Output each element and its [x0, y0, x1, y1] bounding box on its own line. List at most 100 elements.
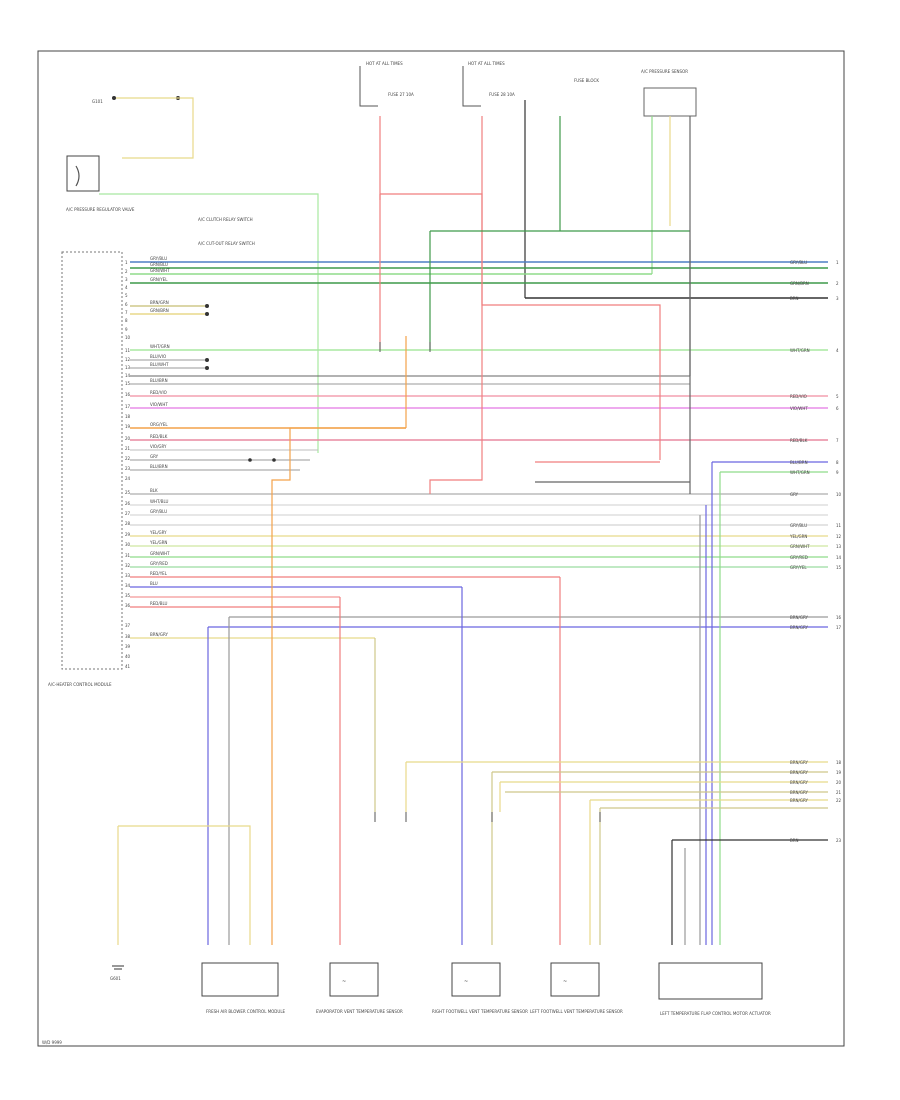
pin-label: 7	[125, 310, 128, 315]
pin-label: 11	[125, 348, 131, 353]
svg-text:~: ~	[342, 979, 346, 985]
pin-label: 25	[125, 490, 131, 495]
pin-label: 40	[125, 654, 131, 659]
wire-code: BRN/GRN	[150, 300, 169, 305]
right-code: BRN/GRY	[790, 615, 808, 620]
right-pin: 1	[836, 260, 839, 265]
wire-code: GRY	[150, 454, 159, 459]
right-pin: 5	[836, 394, 839, 399]
pin-label: 34	[125, 583, 131, 588]
ground-top-label: G101	[92, 99, 103, 104]
right-pin: 23	[836, 838, 842, 843]
wire-code: RED/BLK	[150, 434, 168, 439]
wire-code: BLU/BRN	[150, 378, 168, 383]
pin-label: 30	[125, 542, 131, 547]
left-temp-sensor: ~ LEFT FOOTWELL VENT TEMPERATURE SENSOR	[530, 962, 623, 1014]
lower-right-bus	[405, 761, 828, 945]
right-pin: 13	[836, 544, 842, 549]
right-pin: 20	[836, 780, 842, 785]
pressure-valve-box	[66, 155, 100, 192]
right-pin: 2	[836, 281, 839, 286]
right-pin: 16	[836, 615, 842, 620]
pin-label: 20	[125, 436, 131, 441]
vertical-wires	[117, 193, 828, 945]
pin-label: 39	[125, 644, 131, 649]
top-fuse-group: HOT AT ALL TIMES HOT AT ALL TIMES FUSE 2…	[359, 61, 697, 298]
wire-code: YEL/GRY	[149, 530, 167, 535]
pin-label: 22	[125, 456, 131, 461]
right-code: BRN/GRY	[790, 780, 808, 785]
component-label: FRESH AIR BLOWER CONTROL MODULE	[206, 1009, 286, 1014]
right-pin: 7	[836, 438, 839, 443]
right-pin: 21	[836, 790, 842, 795]
pin-label: 26	[125, 501, 131, 506]
wire-code: ORG/YEL	[150, 422, 168, 427]
right-pin: 14	[836, 555, 842, 560]
pin-label: 3	[125, 277, 128, 282]
switch-b-label: A/C CUT-OUT RELAY SWITCH	[198, 241, 255, 246]
ground-g-label: G601	[110, 976, 121, 981]
pin-label: 15	[125, 381, 131, 386]
right-code: WHT/GRN	[790, 470, 810, 475]
right-code: RED/BLK	[790, 438, 808, 443]
wire-code: GRY/BLU	[150, 256, 167, 261]
pin-label: 12	[125, 357, 131, 362]
wire-code: BLU/WHT	[150, 362, 169, 367]
pin-label: 28	[125, 521, 131, 526]
pin-label: 31	[125, 553, 131, 558]
right-code: GRY/YEL	[790, 565, 807, 570]
right-code: BRN/GRY	[790, 790, 808, 795]
wire-code: GRY/RED	[150, 561, 168, 566]
right-pin-labels: 1 2 3 4 5 6 7 8 9 10 11 12 13 14 15 16 1…	[836, 260, 842, 843]
right-code: VIO/WHT	[790, 406, 808, 411]
fuse-1-label: FUSE 27 10A	[388, 92, 414, 97]
pressure-valve-label: A/C PRESSURE REGULATOR VALVE	[66, 207, 135, 212]
pin-label: 5	[125, 293, 128, 298]
pin-label: 18	[125, 414, 131, 419]
pin-label: 19	[125, 424, 131, 429]
wire-code: RED/YEL	[150, 571, 168, 576]
right-pin: 8	[836, 460, 839, 465]
right-pin: 19	[836, 770, 842, 775]
wire-code: WHT/GRN	[150, 344, 170, 349]
right-pin: 9	[836, 470, 839, 475]
component-label: EVAPORATOR VENT TEMPERATURE SENSOR	[316, 1009, 403, 1014]
wire-code: BLK	[150, 488, 158, 493]
wire-code: RED/VIO	[150, 390, 167, 395]
pin-label: 23	[125, 466, 131, 471]
right-code: BRN	[790, 838, 799, 843]
pin-label: 8	[125, 318, 128, 323]
right-code: WHT/GRN	[790, 348, 810, 353]
pin-label: 4	[125, 285, 128, 290]
wire-code-labels: GRY/BLU GRN/BLU GRN/WHT GRN/YEL BRN/GRN …	[149, 256, 170, 637]
right-code: YEL/GRN	[789, 534, 807, 539]
diagram-border	[37, 50, 845, 1047]
pin-label: 2	[125, 269, 128, 274]
switch-a-label: A/C CLUTCH RELAY SWITCH	[198, 217, 253, 222]
pin-label: 36	[125, 603, 131, 608]
wire-code: VIO/WHT	[150, 402, 168, 407]
fresh-air-blower: FRESH AIR BLOWER CONTROL MODULE	[201, 962, 286, 1014]
right-pin: 11	[836, 523, 842, 528]
right-code: BRN/GRY	[790, 798, 808, 803]
wire-code: BLU	[150, 581, 158, 586]
right-code: GRY/BLU	[790, 523, 807, 528]
bus-wires	[130, 261, 828, 639]
right-pin: 18	[836, 760, 842, 765]
right-code: BRN	[790, 296, 799, 301]
wire-code: BRN/GRY	[150, 632, 168, 637]
hot-top-2-label: HOT AT ALL TIMES	[468, 61, 505, 66]
right-code: BLU/BRN	[790, 460, 808, 465]
pin-label: 6	[125, 302, 128, 307]
right-pin: 6	[836, 406, 839, 411]
right-code: BRN/GRY	[790, 760, 808, 765]
wire-code: GRN/WHT	[150, 551, 170, 556]
pin-label: 13	[125, 365, 131, 370]
pressure-valve-group: G101 A/C PRESSURE REGULATOR VALVE A/C CL…	[66, 96, 319, 453]
right-pin: 22	[836, 798, 842, 803]
right-code: GRY	[790, 492, 799, 497]
pin-label: 32	[125, 563, 131, 568]
left-actuator: LEFT TEMPERATURE FLAP CONTROL MOTOR ACTU…	[658, 962, 771, 1016]
component-label: LEFT TEMPERATURE FLAP CONTROL MOTOR ACTU…	[660, 1011, 771, 1016]
